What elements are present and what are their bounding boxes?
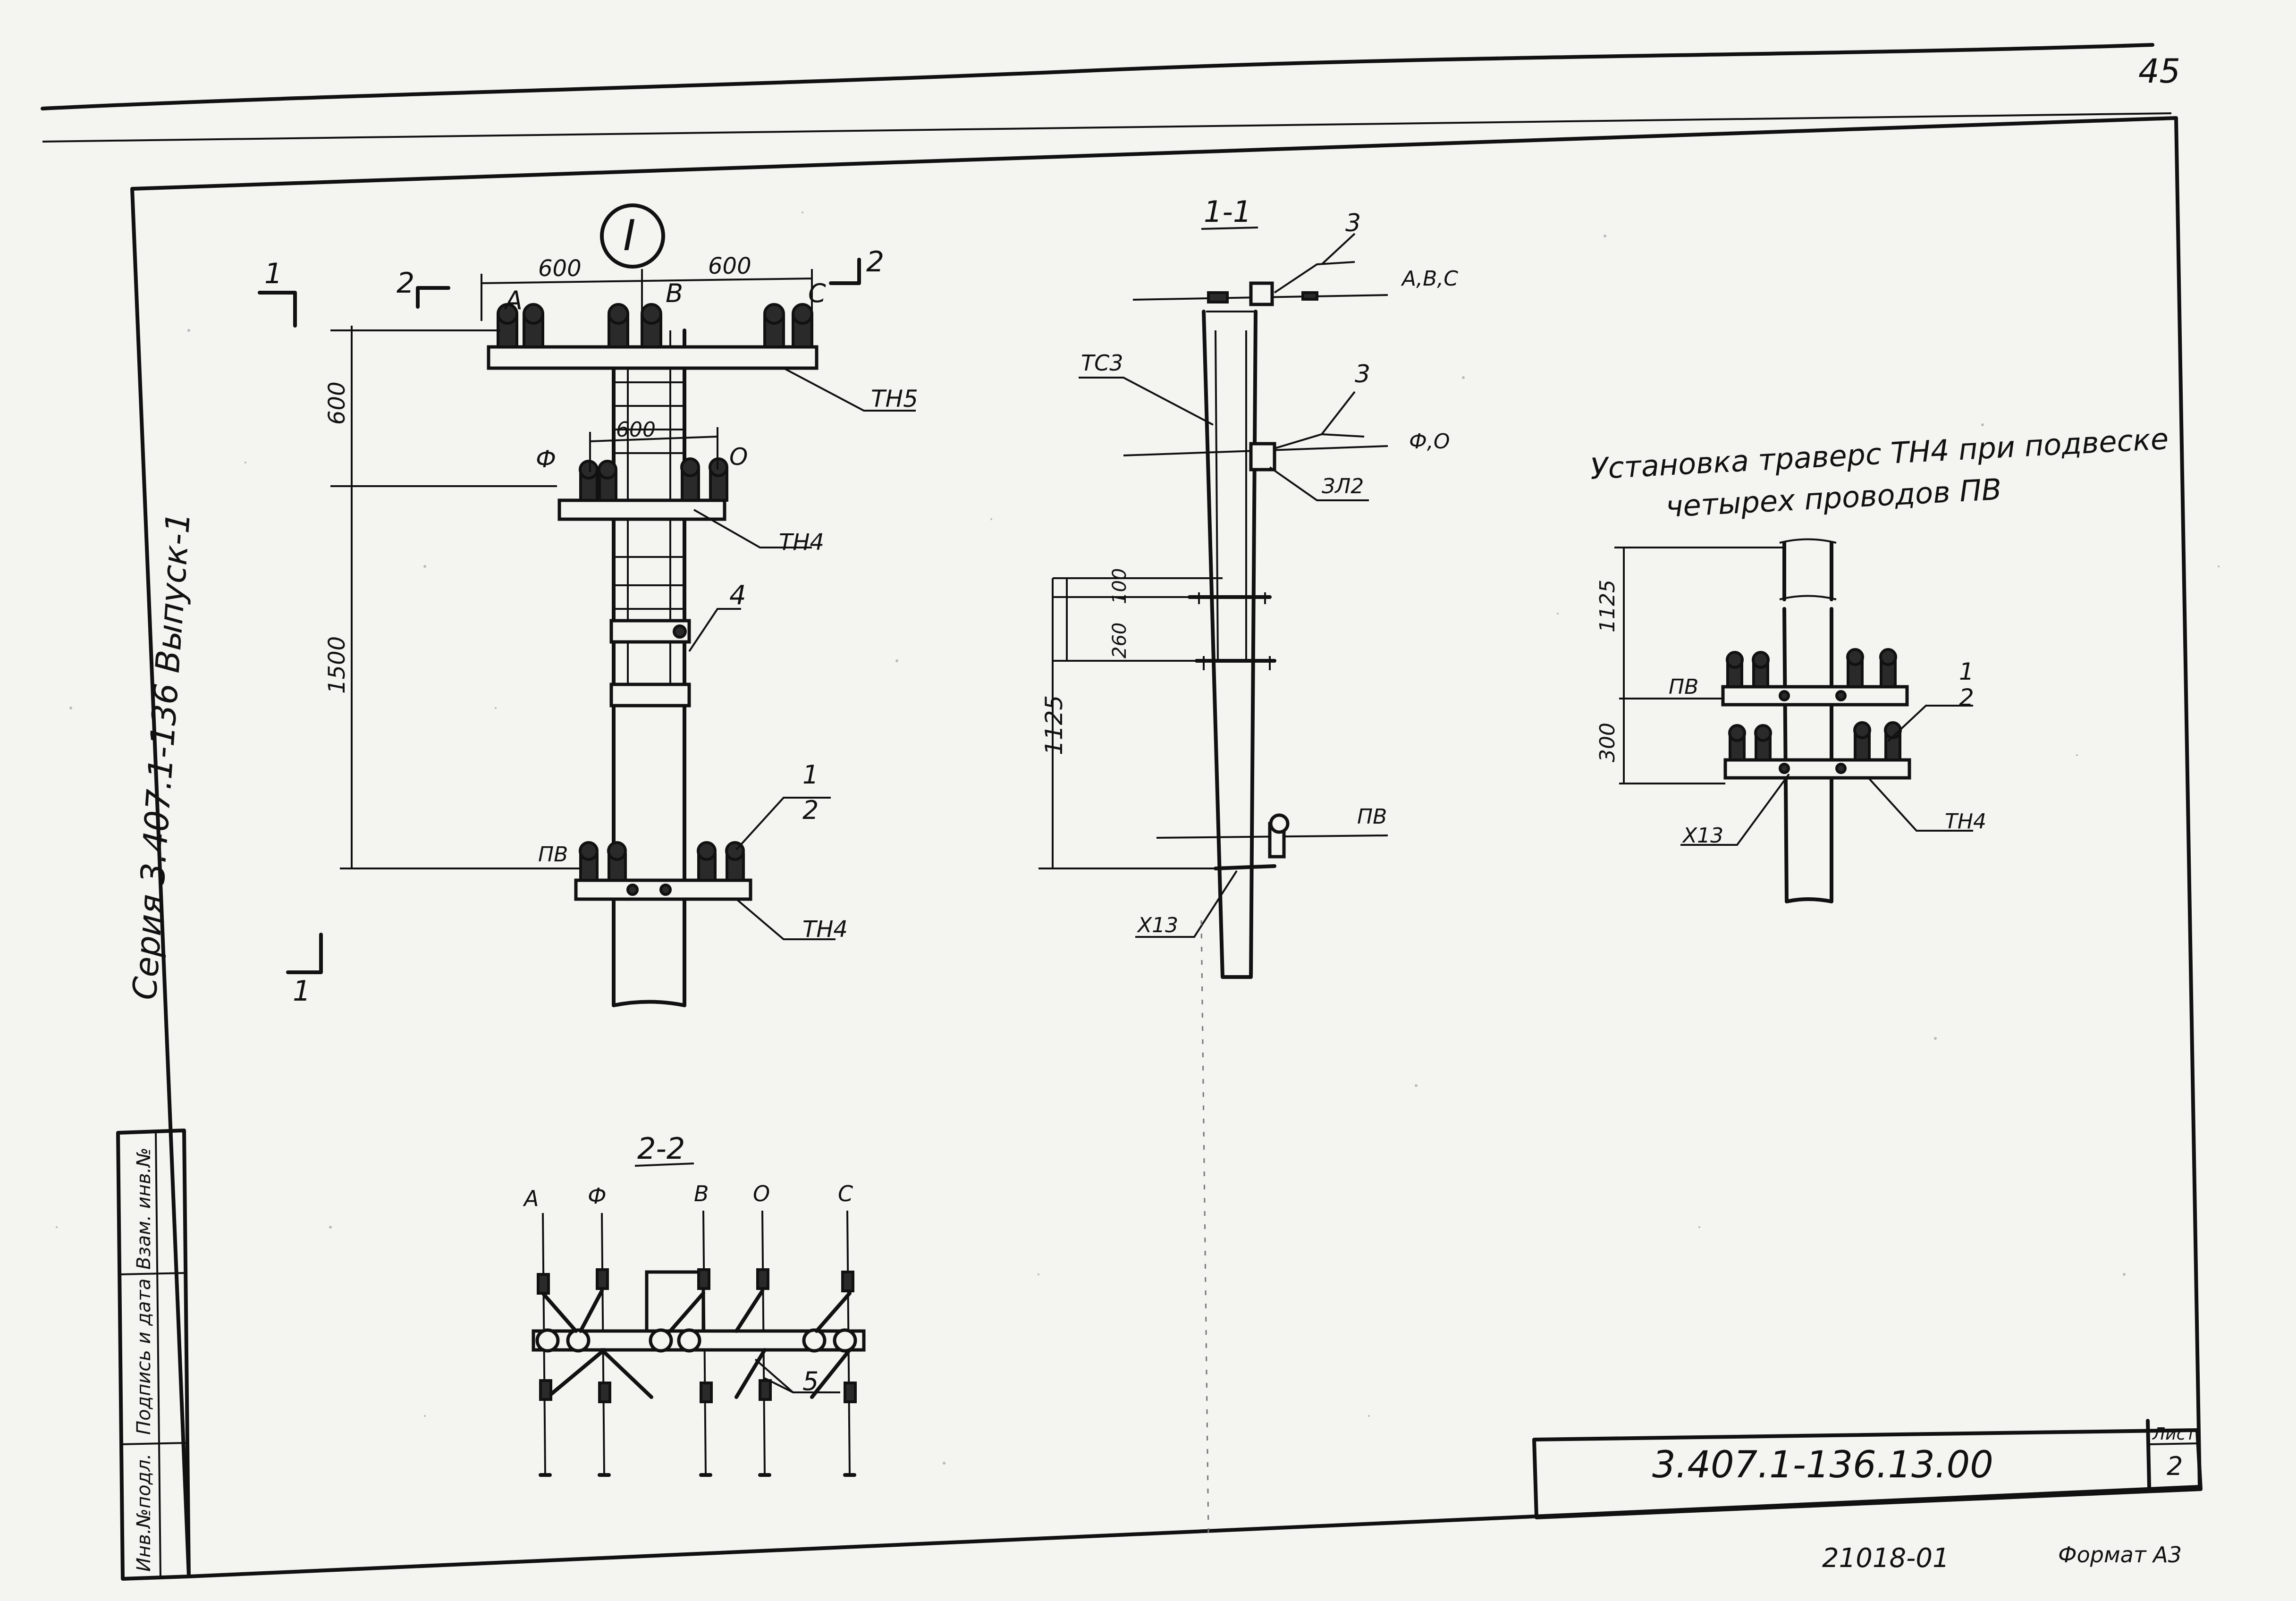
- pos-3-mid: 3: [1355, 360, 1370, 388]
- label-abc: А,В,С: [1401, 267, 1458, 291]
- section-2-2-title: 2-2: [637, 1131, 685, 1166]
- section-2-right: 2: [866, 245, 884, 278]
- designation: 3.407.1-136.13.00: [1652, 1444, 1993, 1486]
- pos-3-top: 3: [1345, 209, 1361, 237]
- dim-600-left: 600: [538, 255, 582, 282]
- dim-100: 100: [1109, 568, 1131, 604]
- dim-1500: 1500: [324, 636, 350, 694]
- section-1-1: 1-1 3 А,В,С ТС3 3 Ф,О ЗЛ2 100 260 1125: [1038, 194, 1458, 979]
- copy-number: 21018-01: [1822, 1543, 1950, 1574]
- stamp-field-replace: Взам. инв.№: [133, 1147, 155, 1270]
- install-label-tn4: ТН4: [1945, 809, 1986, 834]
- section-1-bottom: 1: [293, 975, 311, 1008]
- stamp-field-inv: Инв.№подл.: [133, 1453, 155, 1572]
- wire-b: В: [694, 1181, 709, 1206]
- section-1-top: 1: [264, 257, 282, 290]
- dim-260: 260: [1109, 623, 1131, 658]
- label-tn5: ТН5: [871, 385, 918, 413]
- install-label-pv: ПВ: [1669, 675, 1698, 699]
- title-block: 3.407.1-136.13.00 Лист 2: [1532, 1419, 2203, 1519]
- section-2-2: 2-2 А Ф В О С: [523, 1131, 866, 1477]
- phase-b: В: [666, 278, 683, 308]
- label-pv-side: ПВ: [1357, 805, 1387, 829]
- stamp-field-signature: Подпись и дата: [133, 1279, 155, 1435]
- pos-1: 1: [802, 760, 819, 790]
- pos-2: 2: [802, 795, 819, 825]
- crossarm-tn4-lower: [574, 878, 752, 901]
- torn-top-edge: [41, 43, 2172, 143]
- install-dim-1125: 1125: [1595, 580, 1620, 632]
- pos-5: 5: [802, 1366, 819, 1396]
- scan-noise: [56, 211, 2220, 1465]
- node-view: I 1 2 2 1 А В С: [258, 203, 918, 1008]
- install-insulators-upper: [1726, 648, 1897, 688]
- label-x13: Х13: [1137, 913, 1178, 937]
- phase-f: Ф: [536, 446, 556, 473]
- section-2-2-insulators: [537, 1268, 857, 1403]
- crossarm-tn5: [487, 345, 819, 370]
- install-insulators-lower: [1728, 721, 1902, 761]
- wire-f: Ф: [588, 1183, 607, 1209]
- label-tn4-lower: ТН4: [802, 916, 848, 943]
- phase-a: А: [504, 286, 523, 315]
- phase-o: О: [729, 443, 748, 471]
- phase-c: С: [808, 278, 826, 308]
- label-pv: ПВ: [538, 843, 568, 867]
- pole-install: [1782, 541, 1833, 601]
- install-pos-2: 2: [1959, 684, 1974, 711]
- label-zl2: ЗЛ2: [1322, 474, 1364, 498]
- insulators-bottom: [579, 841, 745, 882]
- section-2-2-clamps: [535, 1328, 857, 1353]
- insulators-top: [497, 303, 813, 348]
- pos-4: 4: [729, 580, 746, 611]
- wire-a: А: [523, 1186, 539, 1211]
- sheet-number: 2: [2167, 1451, 2183, 1481]
- sheet-header: Лист: [2152, 1424, 2196, 1444]
- wire-c: С: [838, 1181, 853, 1206]
- sheet-corner-number: 45: [2138, 52, 2180, 91]
- install-label-x13: Х13: [1682, 824, 1723, 848]
- section-2-left: 2: [397, 267, 414, 300]
- label-fo: Ф,О: [1409, 430, 1450, 454]
- label-tn4-upper: ТН4: [779, 529, 824, 556]
- dim-600-vertical: 600: [324, 381, 350, 425]
- crossarm-tn4-upper: [557, 498, 726, 521]
- wire-o: О: [753, 1181, 770, 1206]
- stamp-column: Инв.№подл. Подпись и дата Взам. инв.№: [116, 1129, 191, 1581]
- format-label: Формат А3: [2058, 1542, 2182, 1567]
- label-ts3: ТС3: [1081, 350, 1123, 376]
- insulators-mid: [579, 457, 728, 502]
- dim-1125: 1125: [1040, 695, 1068, 755]
- section-1-1-title: 1-1: [1204, 194, 1251, 229]
- node-marker-circle: [600, 203, 665, 269]
- dim-600-right: 600: [708, 253, 751, 279]
- dim-600-lower: 600: [616, 418, 656, 442]
- node-marker: I: [623, 211, 636, 261]
- install-pos-1: 1: [1959, 658, 1974, 685]
- install-dim-300: 300: [1595, 723, 1620, 762]
